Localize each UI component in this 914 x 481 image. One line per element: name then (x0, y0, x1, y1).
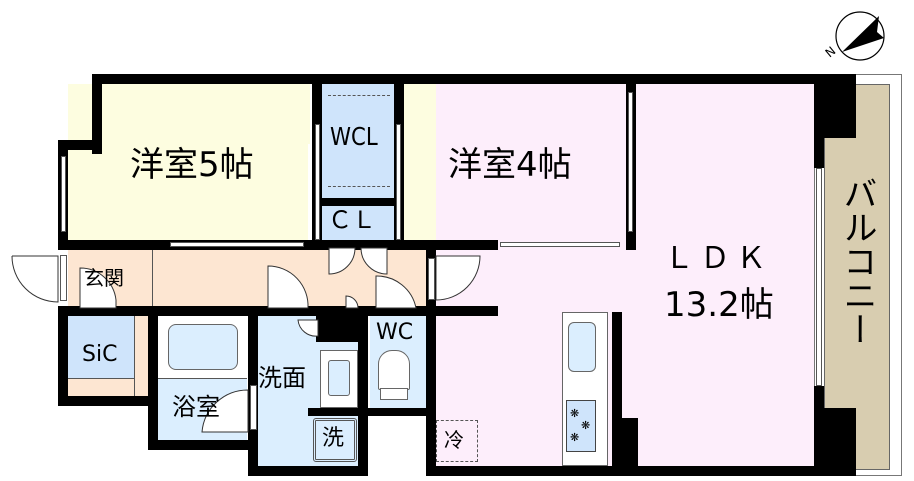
burner-icon: ❋ (581, 419, 591, 432)
burner-icon: ❋ (570, 407, 580, 420)
sink-basin (328, 360, 350, 396)
toilet-tank (378, 350, 410, 390)
room-label-washroom: 洗面 (258, 364, 306, 392)
balcony-outline (814, 74, 902, 476)
room-size-ldk: 13.2帖 (664, 285, 774, 325)
wall (316, 316, 364, 342)
window (61, 156, 66, 232)
window (250, 385, 257, 430)
wall (612, 312, 622, 472)
room-sic (68, 316, 134, 378)
window (628, 92, 633, 232)
window (500, 242, 620, 247)
room-western-5-upper (100, 84, 310, 144)
bathtub (168, 324, 238, 370)
room-label-western-4: 洋室4帖 (448, 145, 572, 185)
window (396, 124, 401, 240)
room-label-entrance: 玄関 (84, 266, 124, 290)
wall (308, 408, 428, 416)
room-label-wc: WC (376, 320, 414, 345)
wall (358, 316, 368, 476)
wall (58, 396, 158, 406)
wall (58, 306, 68, 406)
window (428, 258, 435, 300)
room-label-ldk: ＬＤＫ (664, 241, 772, 276)
entrance-divider (152, 250, 153, 308)
compass-icon (835, 11, 885, 61)
washer-box (313, 418, 357, 462)
room-ldk-top (636, 84, 814, 244)
wall (58, 140, 102, 150)
room-label-balcony: バルコニー (837, 176, 877, 346)
wall (148, 316, 158, 450)
room-label-bath: 浴室 (172, 393, 220, 421)
room-label-wcl: WCL (330, 122, 378, 151)
wall (148, 440, 258, 450)
fridge-space (436, 420, 478, 462)
wall (612, 418, 638, 472)
room-cl (322, 206, 394, 240)
wall (58, 306, 438, 316)
room-label-sic: SiC (82, 342, 118, 367)
toilet-seat (380, 388, 408, 400)
balcony-window (816, 168, 822, 386)
wall (814, 408, 856, 476)
window (60, 255, 67, 301)
window (315, 124, 320, 240)
wall (814, 74, 824, 168)
wall (92, 74, 102, 154)
burner-icon: ❋ (570, 431, 580, 444)
stove (566, 400, 596, 452)
fridge-label: 冷 (444, 428, 464, 452)
room-label-cl: ＣＬ (328, 206, 376, 234)
hanger-rail (328, 95, 390, 96)
room-sic-strip (68, 378, 148, 396)
hanger-rail (328, 186, 390, 187)
washer-label: 洗 (322, 426, 345, 451)
room-wcl (322, 84, 394, 202)
wall (426, 306, 498, 316)
wall (92, 74, 820, 84)
room-sic-side (134, 316, 148, 396)
room-label-western-5: 洋室5帖 (130, 145, 254, 185)
wall (322, 198, 394, 206)
wall (248, 466, 368, 476)
room-balcony (824, 84, 890, 470)
kitchen-sink (568, 322, 596, 372)
window (170, 242, 304, 247)
wall (426, 250, 436, 476)
